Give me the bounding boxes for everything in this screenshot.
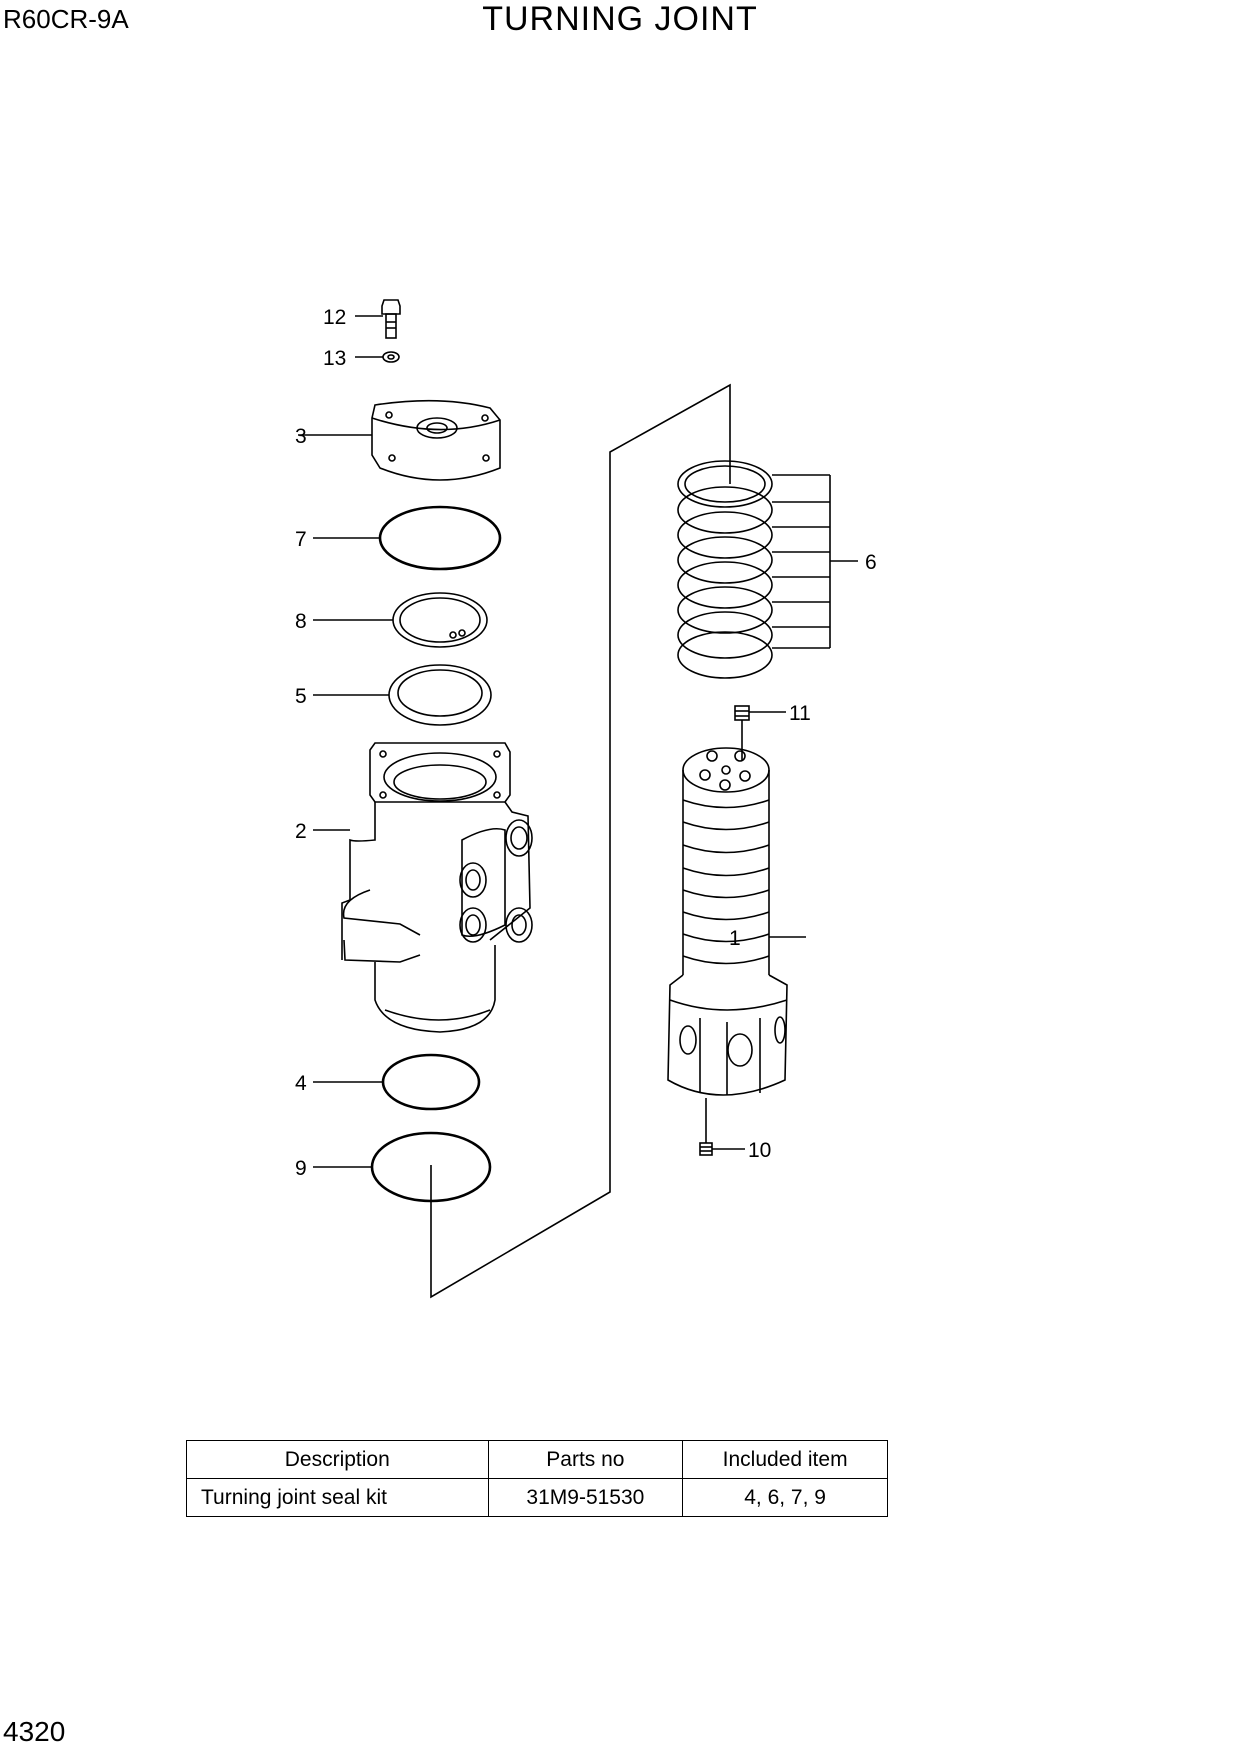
callout-10: 10 [748,1139,771,1162]
seal-ring-bracket [772,474,858,649]
plug-bottom-part [699,1142,713,1156]
o-ring-small-part [381,1053,481,1111]
page-title: TURNING JOINT [482,0,758,38]
callout-13: 13 [323,347,346,370]
column-header-included-item: Included item [682,1440,888,1479]
callout-11: 11 [789,702,811,725]
plug-top-part [734,705,750,760]
cell-description: Turning joint seal kit [186,1478,489,1517]
cell-included-item: 4, 6, 7, 9 [682,1478,888,1517]
callout-4: 4 [295,1072,307,1095]
callout-9: 9 [295,1157,307,1180]
column-header-parts-no: Parts no [487,1440,684,1479]
washer-part [382,351,400,363]
seal-kit-bracket-line [430,383,731,1299]
column-header-description: Description [186,1440,489,1479]
bolt-part [381,299,401,339]
callout-1: 1 [729,927,741,950]
callout-8: 8 [295,610,307,633]
model-code: R60CR-9A [3,4,129,34]
table-header-row: Description Parts no Included item [186,1440,888,1479]
cell-parts-no: 31M9-51530 [487,1478,684,1517]
callout-12: 12 [323,306,346,329]
callout-5: 5 [295,685,307,708]
page-number: 4320 [3,1716,66,1747]
table-row: Turning joint seal kit 31M9-51530 4, 6, … [186,1478,888,1517]
snap-ring-part [392,592,488,648]
shaft-part [667,747,788,1143]
seal-ring-stack-part [677,460,773,679]
hub-body-part [341,742,533,1033]
callout-2: 2 [295,820,307,843]
cover-part [371,399,501,481]
callout-3: 3 [295,425,307,448]
seal-kit-table: Description Parts no Included item Turni… [186,1440,888,1517]
ring-part [388,664,492,726]
o-ring-part [378,505,502,571]
callout-7: 7 [295,528,307,551]
callout-6: 6 [865,551,877,574]
